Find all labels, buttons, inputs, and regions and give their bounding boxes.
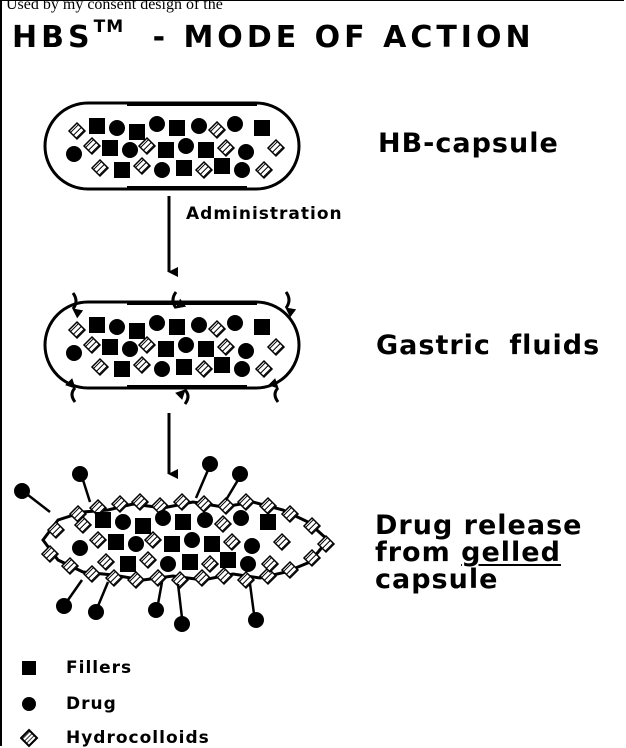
gastric-capsule-graphic <box>45 301 299 389</box>
legend-label: Fillers <box>66 658 132 678</box>
administration-label: Administration <box>186 204 343 224</box>
hb-capsule-label: HB-capsule <box>378 128 559 159</box>
circle-icon <box>20 694 40 714</box>
release-line-3: capsule <box>375 566 582 593</box>
gastric-fluids-label: Gastric fluids <box>376 330 600 361</box>
release-line-2: from gelled <box>375 539 582 566</box>
release-line-1: Drug release <box>375 512 582 539</box>
square-icon <box>20 658 40 678</box>
legend-item-fillers: Fillers <box>20 658 132 678</box>
drug-release-label: Drug release from gelled capsule <box>375 512 582 593</box>
legend-label: Hydrocolloids <box>66 728 210 748</box>
legend-item-drug: Drug <box>20 694 117 714</box>
legend-item-hydrocolloids: Hydrocolloids <box>20 728 210 748</box>
diamond-icon <box>20 728 40 748</box>
gelled-capsule-graphic <box>14 456 334 632</box>
legend-label: Drug <box>66 694 117 714</box>
hb-capsule-graphic <box>45 102 299 190</box>
